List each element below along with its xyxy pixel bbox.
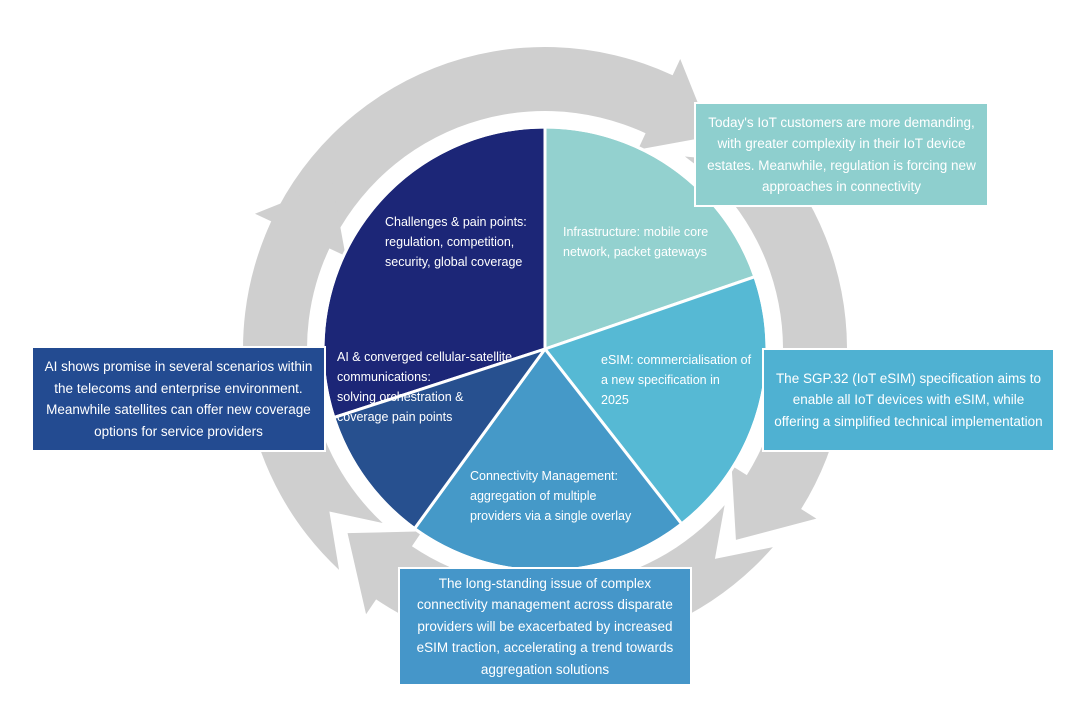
callout-connectivity-text: The long-standing issue of complex conne… bbox=[416, 575, 674, 677]
cycle-arrow-4 bbox=[242, 182, 383, 570]
segment-infrastructure-label: Infrastructure: mobile core network, pac… bbox=[563, 225, 709, 259]
callout-sgp32: The SGP.32 (IoT eSIM) specification aims… bbox=[762, 348, 1055, 452]
cycle-arrow-1 bbox=[264, 46, 712, 260]
segment-challenges-label: Challenges & pain points: regulation, co… bbox=[385, 215, 527, 269]
segment-connectivity-label: Connectivity Management: aggregation of … bbox=[470, 469, 632, 523]
callout-ai-satellite: AI shows promise in several scenarios wi… bbox=[31, 346, 326, 452]
callout-sgp32-text: The SGP.32 (IoT eSIM) specification aims… bbox=[774, 370, 1043, 429]
callout-ai-satellite-text: AI shows promise in several scenarios wi… bbox=[44, 359, 313, 439]
callout-customer-demands: Today's IoT customers are more demanding… bbox=[694, 102, 989, 207]
callout-customer-demands-text: Today's IoT customers are more demanding… bbox=[707, 114, 976, 195]
callout-connectivity: The long-standing issue of complex conne… bbox=[398, 567, 692, 686]
segment-esim-label: eSIM: commercialisation of a new specifi… bbox=[601, 353, 752, 407]
segment-ai-label: AI & converged cellular-satellite commun… bbox=[337, 350, 513, 424]
